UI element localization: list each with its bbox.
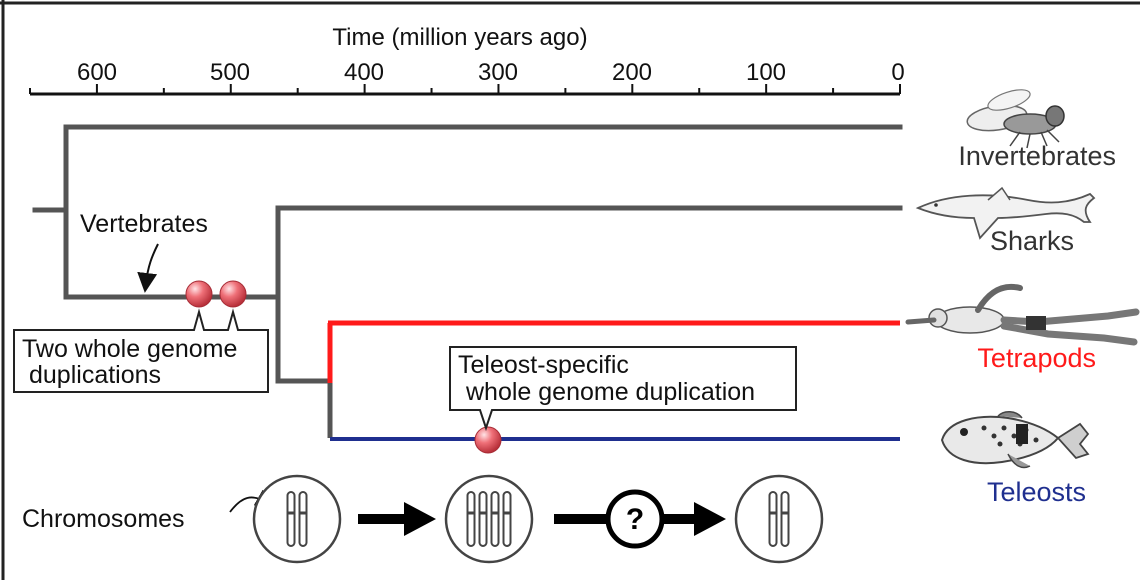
phylogenetic-tree [32,124,903,441]
chromosome-bar [298,491,308,547]
pufferfish-icon [940,411,1090,469]
chromosome-bar [286,491,296,547]
rediploidized-genome-circle [734,474,824,564]
vertebrates-arrow [137,243,159,293]
chromosome-bars [286,491,790,547]
tetrapods-label: Tetrapods [977,343,1096,373]
duplicated-genome-circle [444,474,534,564]
vertebrates-label: Vertebrates [80,210,208,238]
chromosomes-label: Chromosomes [22,505,185,533]
teleost-wgd-text-line2: whole genome duplication [465,378,755,406]
chromosome-bar [478,491,488,547]
axis-title: Time (million years ago) [332,24,587,51]
teleosts-label: Teleosts [987,477,1086,507]
invertebrates-label: Invertebrates [958,141,1116,171]
time-axis: 600 500 400 300 200 100 0 [29,59,905,96]
fly-icon [966,89,1065,149]
human-swimmer-icon [905,283,1140,346]
teleost-wgd-marker [474,426,502,454]
two-wgd-box [13,308,269,393]
tick-label-600: 600 [77,59,117,86]
tick-label-500: 500 [210,59,250,86]
shark-icon [915,186,1096,240]
chromosome-bar [466,491,476,547]
chromosome-bar [768,491,778,547]
wgd-marker-2 [219,280,247,308]
teleost-wgd-text-line1: Teleost-specific [458,351,629,379]
tick-label-100: 100 [746,59,786,86]
teleost-wgd-box [449,346,797,432]
tick-label-400: 400 [344,59,384,86]
chromosome-bar [490,491,500,547]
wgd-marker-1 [185,280,213,308]
chromosome-bar [502,491,512,547]
two-wgd-text-line1: Two whole genome [22,335,237,363]
chromosome-bar [780,491,790,547]
transition-arrow-1 [358,502,436,536]
question-mark: ? [626,503,644,536]
tick-label-200: 200 [612,59,652,86]
two-wgd-text-line2: duplications [29,361,161,389]
transition-arrow-2: ? [554,489,726,549]
chromosome-diagrams [252,474,824,564]
tick-label-0: 0 [891,59,904,86]
sharks-label: Sharks [990,226,1074,256]
teleost-wgd-callout: Teleost-specific whole genome duplicatio… [449,346,797,432]
axis-ticks [29,84,901,94]
tick-label-300: 300 [478,59,518,86]
two-wgd-callout: Two whole genome duplications [13,308,269,393]
ancestral-genome-circle [252,474,342,564]
